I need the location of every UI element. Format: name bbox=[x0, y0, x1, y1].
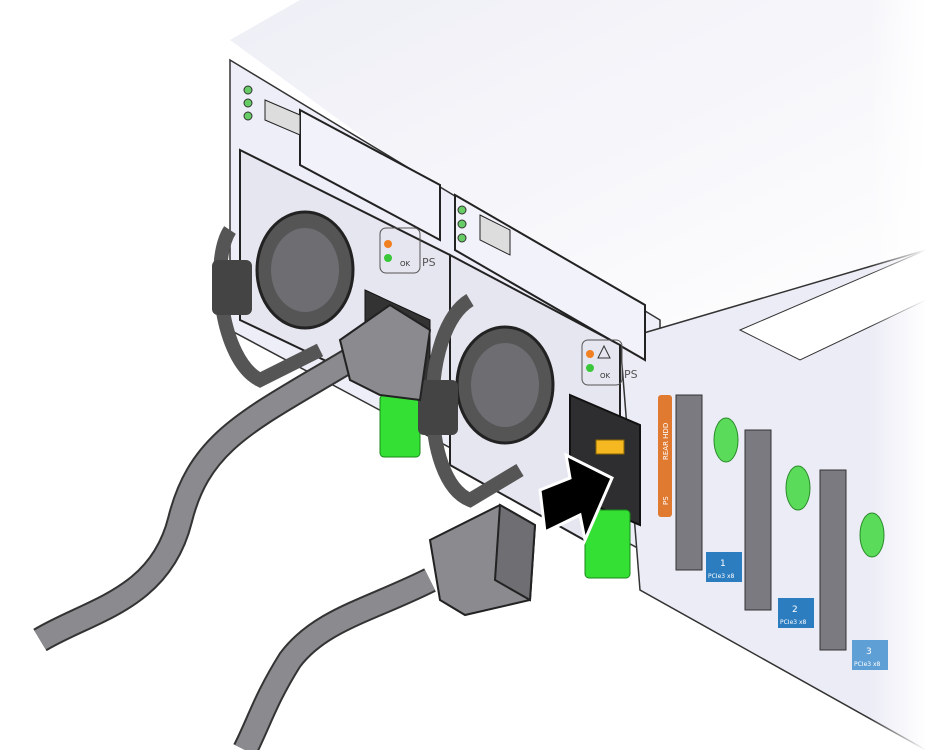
slot-type: PCIe3 x8 bbox=[708, 573, 735, 580]
status-leds: OK PS OK PS bbox=[379, 227, 638, 386]
fan-icon bbox=[455, 325, 555, 445]
fan-icon bbox=[255, 210, 355, 330]
slot-number: 3 bbox=[866, 647, 872, 657]
warning-triangle-icon bbox=[597, 344, 611, 359]
fade-overlay bbox=[700, 0, 926, 750]
rear-hdd-label: REAR HDD bbox=[662, 423, 670, 460]
drive-bay bbox=[243, 85, 646, 362]
pcie-slot-1[interactable]: 1 PCIe3 x8 bbox=[706, 417, 742, 582]
insert-arrow-icon bbox=[538, 452, 614, 545]
release-latch-2[interactable] bbox=[584, 509, 631, 579]
ps-tab-label: PS bbox=[662, 496, 670, 505]
psu-label: PS bbox=[422, 256, 436, 269]
pcie-slot-3[interactable]: 3 PCIe3 x8 bbox=[852, 512, 888, 670]
slot-type: PCIe3 x8 bbox=[780, 619, 807, 626]
slot-number: 1 bbox=[720, 559, 726, 569]
pcie-slots: 1 PCIe3 x8 2 PCIe3 x8 3 PCIe3 x8 bbox=[675, 394, 888, 670]
power-cord-2[interactable] bbox=[233, 503, 537, 754]
orange-label-tab: REAR HDD PS bbox=[658, 395, 672, 517]
ok-label: OK bbox=[400, 260, 411, 268]
ok-label: OK bbox=[600, 372, 611, 380]
slot-number: 2 bbox=[792, 605, 798, 615]
slot-type: PCIe3 x8 bbox=[854, 661, 881, 668]
power-cord-1 bbox=[33, 303, 432, 652]
psu-label: PS bbox=[624, 368, 638, 381]
release-latch-1[interactable] bbox=[379, 394, 421, 458]
pcie-slot-2[interactable]: 2 PCIe3 x8 bbox=[778, 465, 814, 628]
